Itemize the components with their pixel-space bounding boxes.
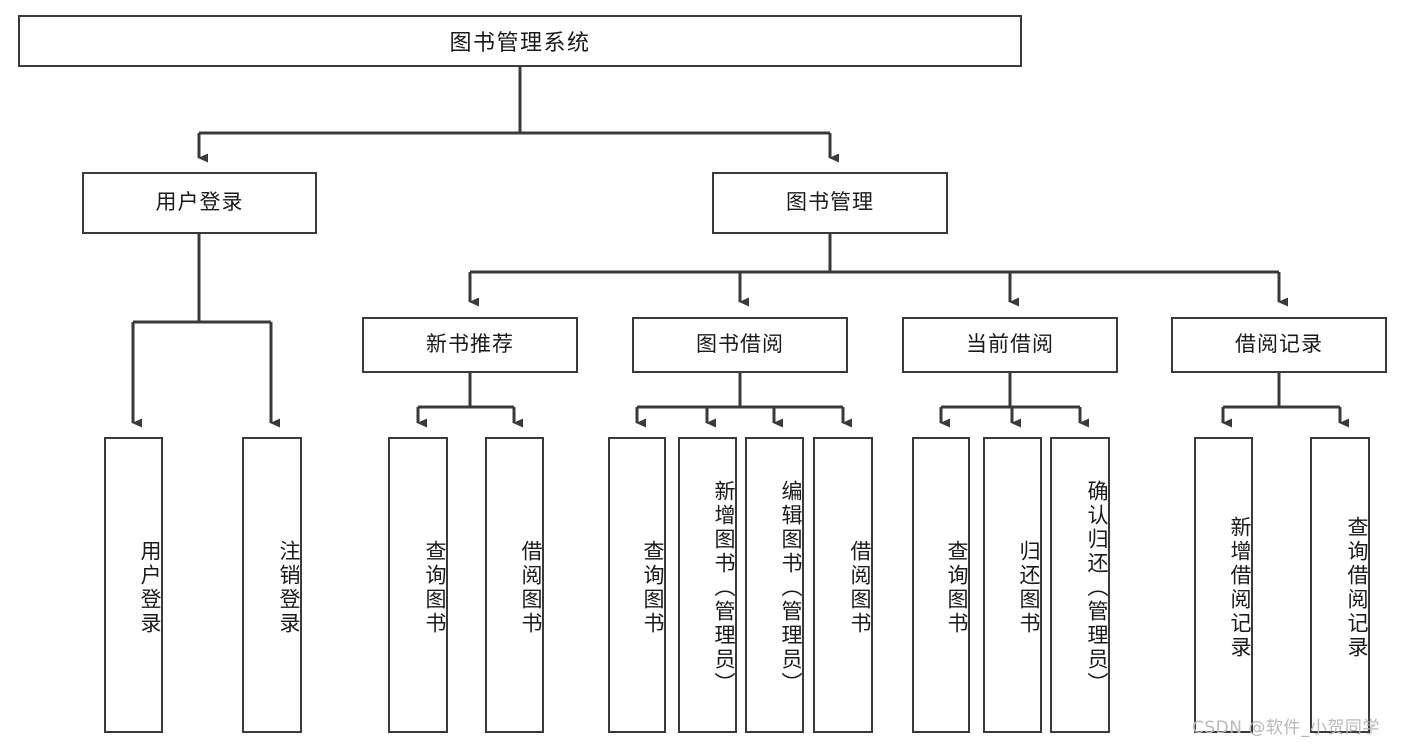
leaf-return-books[interactable]: 归还图书	[983, 437, 1042, 733]
node-borrow-records[interactable]: 借阅记录	[1171, 317, 1387, 373]
node-label: 查询图书	[641, 540, 665, 636]
leaf-query-books-current[interactable]: 查询图书	[912, 437, 970, 733]
node-label: 用户登录	[138, 540, 162, 636]
leaf-logout[interactable]: 注销登录	[242, 437, 302, 733]
node-book-borrowing[interactable]: 图书借阅	[632, 317, 848, 373]
leaf-confirm-return-admin[interactable]: 确认归还（管理员）	[1050, 437, 1110, 733]
node-label: 归还图书	[1017, 540, 1041, 636]
leaf-borrow-books-newbooks[interactable]: 借阅图书	[485, 437, 544, 733]
watermark-csdn: CSDN @软件_小贺同学	[1192, 718, 1380, 738]
node-label: 注销登录	[277, 540, 301, 636]
node-label: 借阅记录	[1235, 332, 1323, 357]
node-label: 新增图书（管理员）	[712, 480, 736, 696]
node-label: 查询借阅记录	[1345, 516, 1369, 660]
node-label: 用户登录	[155, 190, 244, 215]
node-label: 新书推荐	[426, 332, 514, 357]
node-book-management[interactable]: 图书管理	[712, 172, 948, 234]
node-new-book-recommendation[interactable]: 新书推荐	[362, 317, 578, 373]
node-root-book-management-system[interactable]: 图书管理系统	[18, 15, 1022, 67]
node-label: 编辑图书（管理员）	[779, 480, 803, 696]
node-label: 新增借阅记录	[1228, 516, 1252, 660]
leaf-borrow-books-borrow[interactable]: 借阅图书	[813, 437, 873, 733]
node-label: 借阅图书	[519, 540, 543, 636]
node-label: 图书借阅	[696, 332, 784, 357]
node-label: 确认归还（管理员）	[1085, 480, 1109, 696]
leaf-query-books-newbooks[interactable]: 查询图书	[388, 437, 448, 733]
leaf-query-books-borrow[interactable]: 查询图书	[608, 437, 666, 733]
node-user-login[interactable]: 用户登录	[82, 172, 317, 234]
leaf-query-borrow-record[interactable]: 查询借阅记录	[1310, 437, 1370, 733]
node-label: 查询图书	[423, 540, 447, 636]
node-label: 图书管理系统	[449, 31, 591, 56]
node-label: 当前借阅	[966, 332, 1054, 357]
leaf-edit-book-admin[interactable]: 编辑图书（管理员）	[745, 437, 804, 733]
node-label: 借阅图书	[848, 540, 872, 636]
node-label: 查询图书	[945, 540, 969, 636]
node-current-borrowing[interactable]: 当前借阅	[902, 317, 1118, 373]
leaf-add-book-admin[interactable]: 新增图书（管理员）	[678, 437, 737, 733]
leaf-user-login[interactable]: 用户登录	[104, 437, 163, 733]
node-label: 图书管理	[786, 190, 874, 215]
leaf-add-borrow-record[interactable]: 新增借阅记录	[1194, 437, 1253, 733]
